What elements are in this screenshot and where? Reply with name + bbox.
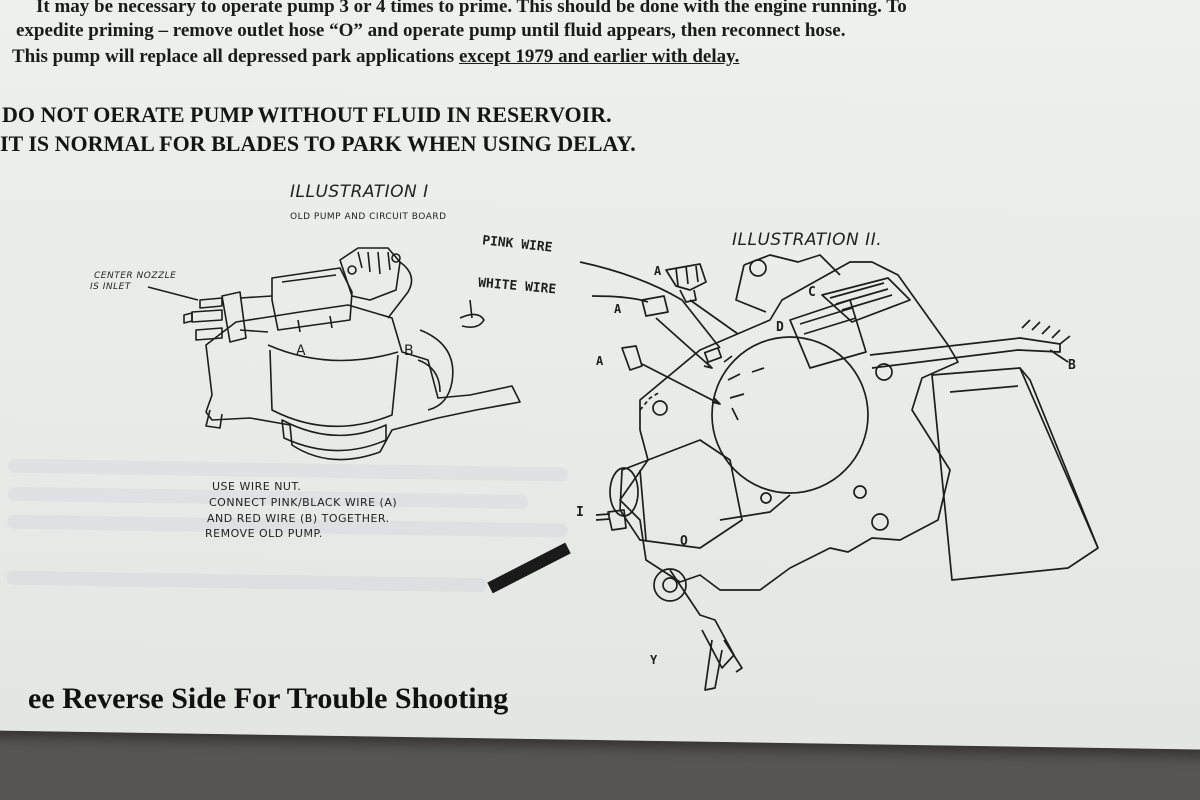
instruction-line-3: This pump will replace all depressed par…	[12, 46, 739, 68]
nozzle-label-2: IS INLET	[90, 282, 131, 292]
new-pump-drawing	[579, 254, 1099, 691]
instruction-line-3-underlined: except 1979 and earlier with delay.	[458, 46, 740, 67]
ill2-label-a-low: A	[596, 354, 604, 368]
ill2-label-y: Y	[650, 653, 658, 667]
illustration-2-title: ILLUSTRATION II.	[732, 230, 883, 250]
ill1-note-line-4: REMOVE OLD PUMP.	[205, 527, 323, 540]
footer-note: ee Reverse Side For Trouble Shooting	[28, 682, 509, 715]
hose-piece	[487, 542, 571, 594]
ill2-label-a-mid: A	[614, 302, 622, 316]
ill2-label-o: O	[680, 534, 688, 549]
old-pump-drawing	[147, 247, 521, 461]
ill2-label-a-top: A	[654, 264, 662, 278]
warning-fluid: DO NOT OERATE PUMP WITHOUT FLUID IN RESE…	[2, 102, 612, 127]
ill2-label-i: I	[576, 505, 584, 520]
ill1-label-a: A	[296, 343, 307, 359]
ill1-note-line-1: USE WIRE NUT.	[212, 480, 302, 493]
ill2-label-d: D	[776, 320, 784, 335]
ill1-note-line-2: CONNECT PINK/BLACK WIRE (A)	[209, 496, 398, 509]
nozzle-label-1: CENTER NOZZLE	[94, 271, 177, 281]
ill2-label-b: B	[1068, 358, 1076, 373]
ill1-label-b: B	[404, 343, 415, 359]
illustration-1-subtitle: OLD PUMP AND CIRCUIT BOARD	[290, 212, 447, 222]
instruction-line-3-text: This pump will replace all depressed par…	[12, 46, 459, 67]
ill2-label-c: C	[808, 285, 816, 300]
warning-delay: IT IS NORMAL FOR BLADES TO PARK WHEN USI…	[0, 131, 636, 156]
instruction-line-2: expedite priming – remove outlet hose “O…	[16, 20, 846, 41]
illustration-1-title: ILLUSTRATION I	[290, 182, 429, 202]
ill1-note-line-3: AND RED WIRE (B) TOGETHER.	[207, 512, 390, 525]
instruction-line-1: It may be necessary to operate pump 3 or…	[36, 0, 907, 17]
